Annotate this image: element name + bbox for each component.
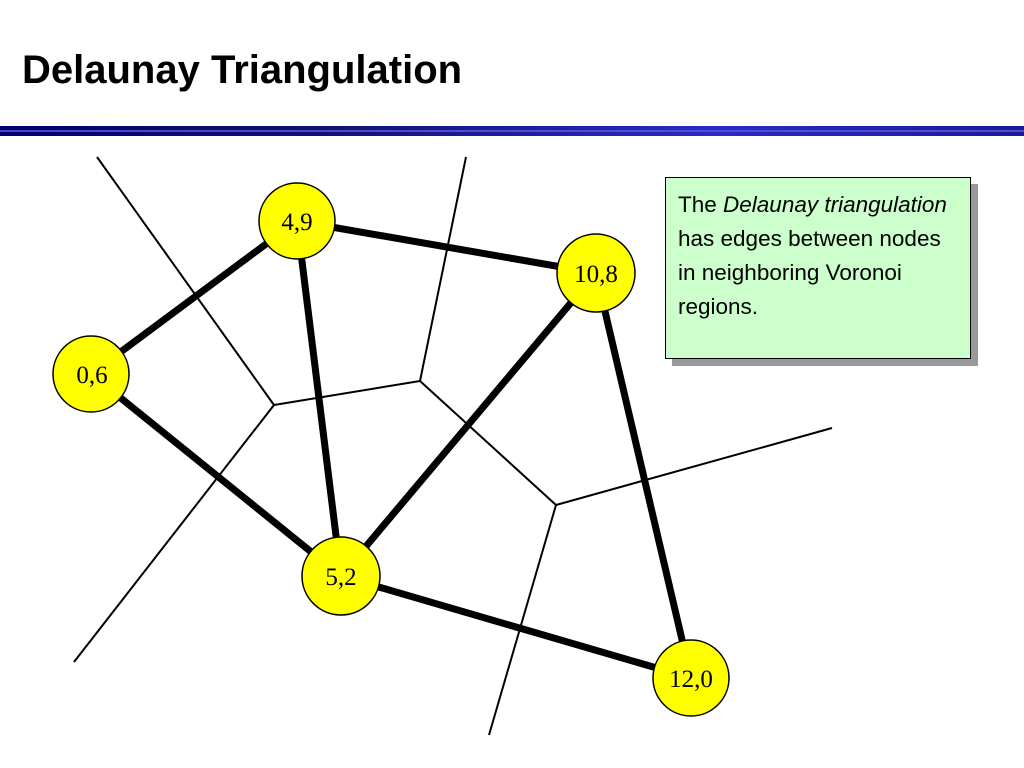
voronoi-edge [488,504,557,736]
voronoi-edge [419,156,467,382]
definition-callout: The Delaunay triangulation has edges bet… [665,177,971,359]
title-divider [0,126,1024,136]
voronoi-edge [555,427,833,506]
voronoi-edge [419,380,557,506]
node-4-9: 4,9 [258,182,336,260]
node-12-0: 12,0 [652,639,730,717]
node-5-2: 5,2 [301,536,381,616]
node-label: 12,0 [669,666,713,693]
slide-title: Delaunay Triangulation [22,48,463,92]
node-label: 4,9 [281,209,312,236]
delaunay-edge-0-6-to-4-9 [87,217,301,378]
node-label: 5,2 [325,564,356,591]
node-circle [52,335,130,413]
delaunay-edges [87,217,695,682]
delaunay-edge-10-8-to-5-2 [337,269,600,580]
node-circle [652,639,730,717]
delaunay-edge-5-2-to-12-0 [337,572,695,682]
node-label: 0,6 [76,362,107,389]
callout-suffix: has edges between nodes in neighboring V… [678,226,941,319]
voronoi-edge [73,404,275,663]
delaunay-edge-4-9-to-10-8 [293,217,600,277]
node-circle [301,536,381,616]
node-circle [258,182,336,260]
delaunay-edge-4-9-to-5-2 [293,217,345,580]
voronoi-edge [273,380,421,406]
callout-prefix: The [678,192,724,217]
node-label: 10,8 [574,261,618,288]
node-0-6: 0,6 [52,335,130,413]
node-circle [556,233,636,313]
callout-term: Delaunay triangulation [723,192,947,217]
voronoi-edges [73,156,833,736]
voronoi-edge [96,156,275,406]
node-10-8: 10,8 [556,233,636,313]
delaunay-edge-0-6-to-5-2 [87,370,345,580]
delaunay-edge-10-8-to-12-0 [592,269,695,682]
